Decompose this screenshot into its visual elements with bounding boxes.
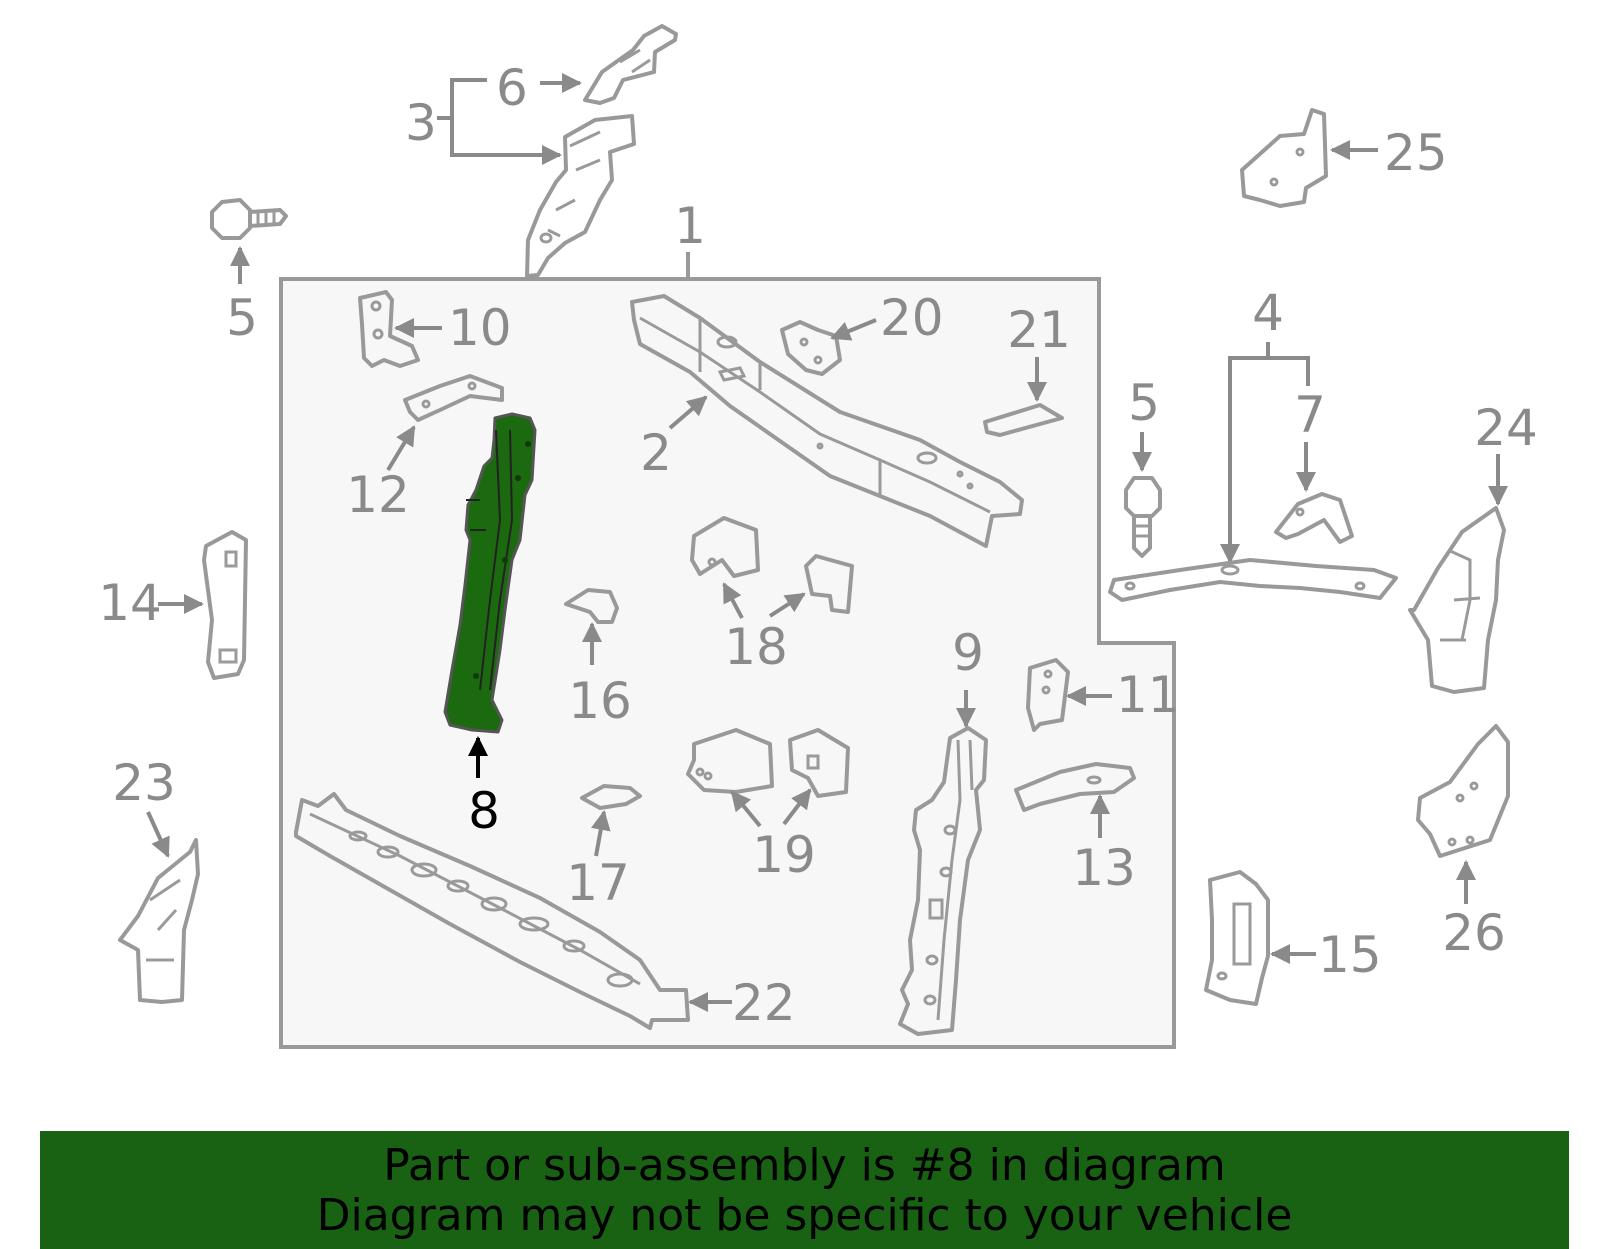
part-25-bracket[interactable]: [1240, 108, 1328, 208]
banner-line-2: Diagram may not be specific to your vehi…: [316, 1190, 1293, 1241]
label-part-22[interactable]: 22: [732, 974, 796, 1032]
label-part-16[interactable]: 16: [568, 672, 632, 730]
part-24-bracket[interactable]: [1408, 506, 1506, 694]
part-7-bracket[interactable]: [1274, 492, 1354, 544]
label-part-24[interactable]: 24: [1474, 399, 1538, 457]
leader-18b: [768, 592, 806, 618]
part-2-upper-crossmember[interactable]: [630, 294, 1024, 548]
leader-12: [386, 425, 416, 472]
leader-3: [437, 78, 560, 155]
part-21-plate[interactable]: [983, 403, 1064, 437]
label-part-15[interactable]: 15: [1318, 926, 1382, 984]
label-part-3[interactable]: 3: [405, 94, 437, 152]
label-part-1[interactable]: 1: [674, 197, 706, 255]
label-part-11[interactable]: 11: [1116, 666, 1180, 724]
label-part-5-left[interactable]: 5: [226, 289, 258, 347]
part-14-panel[interactable]: [202, 530, 248, 680]
label-part-23[interactable]: 23: [112, 754, 176, 812]
part-9-support[interactable]: [898, 726, 988, 1036]
part-26-bracket[interactable]: [1416, 724, 1510, 858]
leader-4: [1230, 342, 1310, 562]
part-15-panel[interactable]: [1204, 870, 1270, 1006]
info-banner: Part or sub-assembly is #8 in diagram Di…: [40, 1131, 1569, 1249]
leader-2: [668, 395, 708, 430]
label-part-26[interactable]: 26: [1442, 904, 1506, 962]
part-5-bolt-left[interactable]: [210, 198, 288, 240]
label-part-10[interactable]: 10: [448, 299, 512, 357]
label-part-14[interactable]: 14: [98, 574, 162, 632]
part-13-bracket[interactable]: [1014, 762, 1136, 812]
label-part-6[interactable]: 6: [496, 59, 528, 117]
part-23-bracket[interactable]: [118, 838, 200, 1004]
part-8-highlighted[interactable]: [443, 412, 537, 734]
part-16-clip[interactable]: [564, 588, 619, 624]
part-4-crossmember[interactable]: [1108, 558, 1398, 602]
label-part-7[interactable]: 7: [1294, 386, 1326, 444]
leader-19b: [782, 788, 812, 826]
label-part-20[interactable]: 20: [880, 289, 944, 347]
leader-23: [146, 811, 170, 858]
label-part-18[interactable]: 18: [724, 618, 788, 676]
leader-20: [830, 318, 877, 341]
part-11-bracket[interactable]: [1026, 658, 1070, 732]
leader-17: [590, 810, 611, 857]
leader-19a: [730, 790, 762, 828]
part-10-bracket[interactable]: [358, 290, 420, 368]
part-12-bracket[interactable]: [403, 374, 504, 422]
part-17-clip[interactable]: [580, 784, 642, 810]
label-part-9[interactable]: 9: [952, 624, 984, 682]
label-part-12[interactable]: 12: [346, 466, 410, 524]
leader-18a: [722, 582, 744, 619]
label-part-17[interactable]: 17: [566, 854, 630, 912]
label-part-4[interactable]: 4: [1252, 284, 1284, 342]
label-part-5-right[interactable]: 5: [1128, 374, 1160, 432]
label-part-21[interactable]: 21: [1007, 301, 1071, 359]
part-3-6-bracket[interactable]: [525, 24, 678, 278]
label-part-2[interactable]: 2: [640, 424, 672, 482]
label-part-13[interactable]: 13: [1072, 839, 1136, 897]
part-18-brackets[interactable]: [690, 516, 854, 614]
part-5-bolt-right[interactable]: [1124, 476, 1162, 558]
label-part-25[interactable]: 25: [1384, 124, 1448, 182]
label-part-19[interactable]: 19: [752, 826, 816, 884]
part-20-bracket[interactable]: [780, 320, 842, 376]
banner-line-1: Part or sub-assembly is #8 in diagram: [383, 1140, 1226, 1191]
part-22-lower-crossmember[interactable]: [294, 792, 690, 1030]
label-part-8[interactable]: 8: [468, 782, 500, 840]
